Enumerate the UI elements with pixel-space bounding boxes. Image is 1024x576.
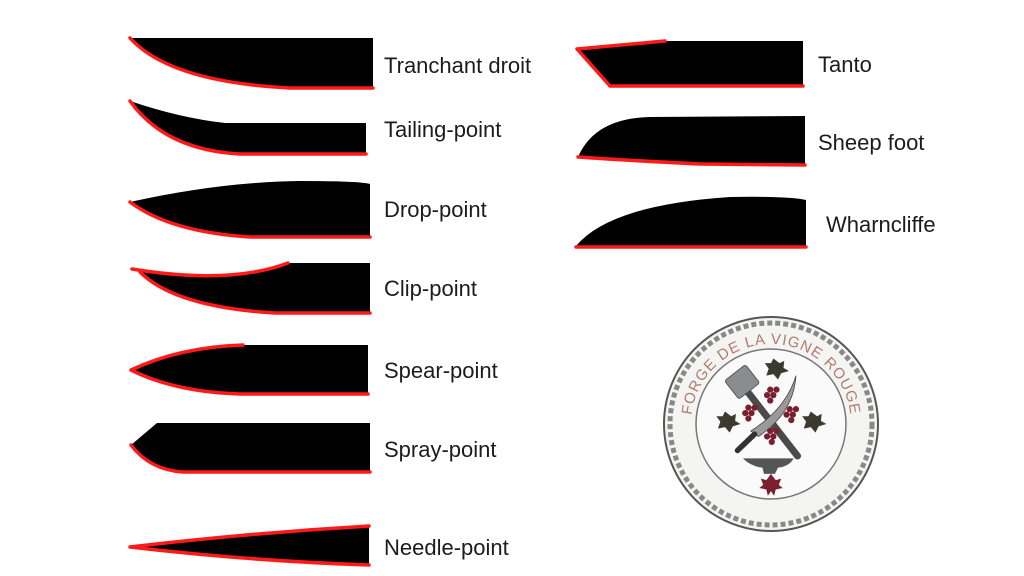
forge-logo: FORGE DE LA VIGNE ROUGE (663, 316, 879, 532)
maple-leaf-icon (759, 473, 783, 496)
label-sheep-foot: Sheep foot (818, 130, 924, 155)
blade-tailing-point (128, 99, 368, 156)
blade-clip-point (130, 261, 372, 315)
blade-wharncliffe (574, 196, 808, 249)
grapes-icon (742, 386, 800, 446)
label-tailing-point: Tailing-point (384, 117, 501, 142)
blade-spray-point (129, 423, 372, 474)
label-needle-point: Needle-point (384, 535, 509, 560)
label-drop-point: Drop-point (384, 197, 487, 222)
blade-spear-point (129, 343, 370, 396)
label-tranchant-droit: Tranchant droit (384, 53, 531, 78)
blade-tanto (575, 39, 805, 88)
label-clip-point: Clip-point (384, 276, 477, 301)
vine-leaf-icon (716, 358, 827, 433)
blade-sheep-foot (576, 116, 807, 167)
blade-drop-point (128, 181, 372, 239)
blade-tranchant-droit (128, 36, 375, 90)
blade-needle-point (128, 524, 371, 567)
knife-icon (734, 375, 797, 454)
logo-artwork (716, 358, 827, 496)
label-spear-point: Spear-point (384, 358, 498, 383)
label-tanto: Tanto (818, 52, 872, 77)
label-wharncliffe: Wharncliffe (826, 212, 936, 237)
anvil-icon (742, 458, 794, 474)
label-spray-point: Spray-point (384, 437, 497, 462)
